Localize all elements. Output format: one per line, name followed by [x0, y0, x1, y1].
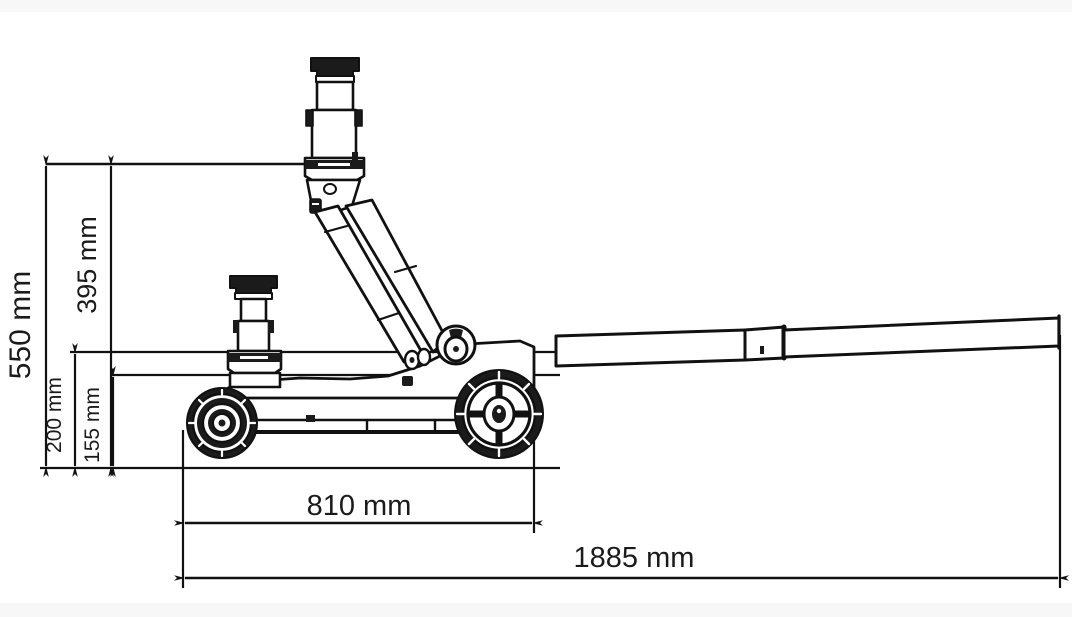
dim-label-550: 550 mm [4, 271, 37, 379]
chassis-boss-2 [402, 376, 413, 386]
bottom-background-band [0, 603, 1072, 617]
front-caster-tread [187, 388, 257, 458]
yoke-pivot-hole [323, 183, 337, 195]
jack-assembly [186, 57, 1061, 459]
dim-label-810: 810 mm [307, 490, 412, 522]
lift-arm-rib-1 [323, 224, 349, 234]
rear-wheel-hub-core [492, 405, 506, 423]
extension-lines [40, 162, 1062, 588]
dim-label-155: 155 mm [81, 387, 104, 463]
ram-lug-right-raised [354, 109, 363, 127]
dim-label-395: 395 mm [72, 216, 102, 314]
handle-coupling-pin [760, 346, 764, 354]
ram-pin-raised [352, 152, 358, 160]
pivot-hub-pin [453, 346, 459, 352]
yoke-clevis-slot [312, 203, 319, 205]
lift-arm-rib-3 [393, 264, 418, 274]
handle-outer-tube [782, 316, 1061, 359]
pivot-side-boss [416, 347, 432, 367]
handle-coupling [743, 325, 786, 362]
front-caster-axle [218, 419, 226, 427]
rear-wheel-tread [455, 370, 543, 458]
pivot-hub [416, 324, 477, 367]
chassis-boss-1-hole [409, 357, 415, 363]
handle [554, 314, 1061, 368]
ram-lower-lowered [236, 319, 271, 353]
front-caster [186, 387, 258, 459]
horizontal-dimension-lines [174, 520, 1069, 581]
saddle-cap-raised [310, 57, 360, 77]
handle-inner-tube [554, 328, 747, 368]
saddle-raised [303, 57, 366, 182]
chassis-rail-notch-1 [306, 415, 315, 422]
saddle-cap-lowered [229, 275, 278, 294]
ram-lug-left-lowered [233, 320, 239, 333]
rear-wheel [454, 369, 544, 459]
saddle-lowered [226, 275, 283, 389]
ram-collar-slot-raised [318, 163, 350, 166]
ram-collar-slot-lowered [240, 356, 268, 359]
top-background-band [0, 0, 1072, 12]
dim-label-200: 200 mm [43, 377, 66, 453]
ram-lug-left-raised [305, 109, 314, 127]
dim-label-1885: 1885 mm [574, 542, 695, 574]
ram-base-lowered [228, 371, 282, 389]
ram-upper-lowered [239, 297, 268, 323]
ram-lower-raised [310, 108, 358, 160]
lift-arm-rib-2 [376, 311, 401, 322]
rear-wheel-axle [496, 408, 502, 414]
vertical-dimension-lines [43, 155, 116, 477]
lift-arm [313, 198, 449, 364]
ram-lug-right-lowered [268, 320, 274, 333]
ram-upper-raised [315, 80, 355, 112]
